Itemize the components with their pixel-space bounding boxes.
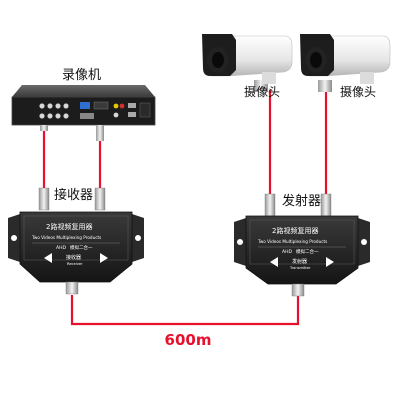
- transmitter-box: 2路视频复用器 Two Videos Multiplexing Products…: [234, 193, 370, 297]
- transmitter-box-title: 2路视频复用器: [272, 226, 318, 235]
- camera-left-label: 摄像头: [244, 84, 280, 99]
- distance-label: 600m: [165, 331, 212, 349]
- transmitter-label: 发射器: [282, 193, 321, 209]
- receiver-box-subtitle: Two Videos Multiplexing Products: [31, 235, 101, 240]
- transmitter-box-role: 发射器: [292, 258, 307, 265]
- transmitter-box-subtitle: Two Videos Multiplexing Products: [257, 239, 327, 244]
- camera-right-label: 摄像头: [340, 84, 376, 99]
- receiver-box-mode: 模拟二合一: [70, 244, 93, 251]
- cable-group: [42, 90, 328, 326]
- receiver-box-role: 接收器: [66, 254, 81, 261]
- cable-long-distance: [70, 295, 300, 326]
- receiver-box-title: 2路视频复用器: [46, 222, 92, 231]
- transmitter-box-role-en: Transmitter: [289, 266, 311, 270]
- camera-right-device: [300, 34, 391, 92]
- dvr-label: 录像机: [62, 68, 101, 83]
- camera-left-device: [202, 34, 293, 92]
- dvr-device: [11, 85, 156, 141]
- receiver-box-mode-tag: AHD: [56, 245, 66, 251]
- receiver-box-role-en: Receiver: [67, 262, 83, 266]
- transmitter-box-mode: 模拟二合一: [296, 248, 319, 255]
- receiver-label: 接收器: [54, 187, 93, 203]
- transmitter-box-mode-tag: AHD: [282, 249, 292, 255]
- receiver-box: 2路视频复用器 Two Videos Multiplexing Products…: [8, 187, 144, 295]
